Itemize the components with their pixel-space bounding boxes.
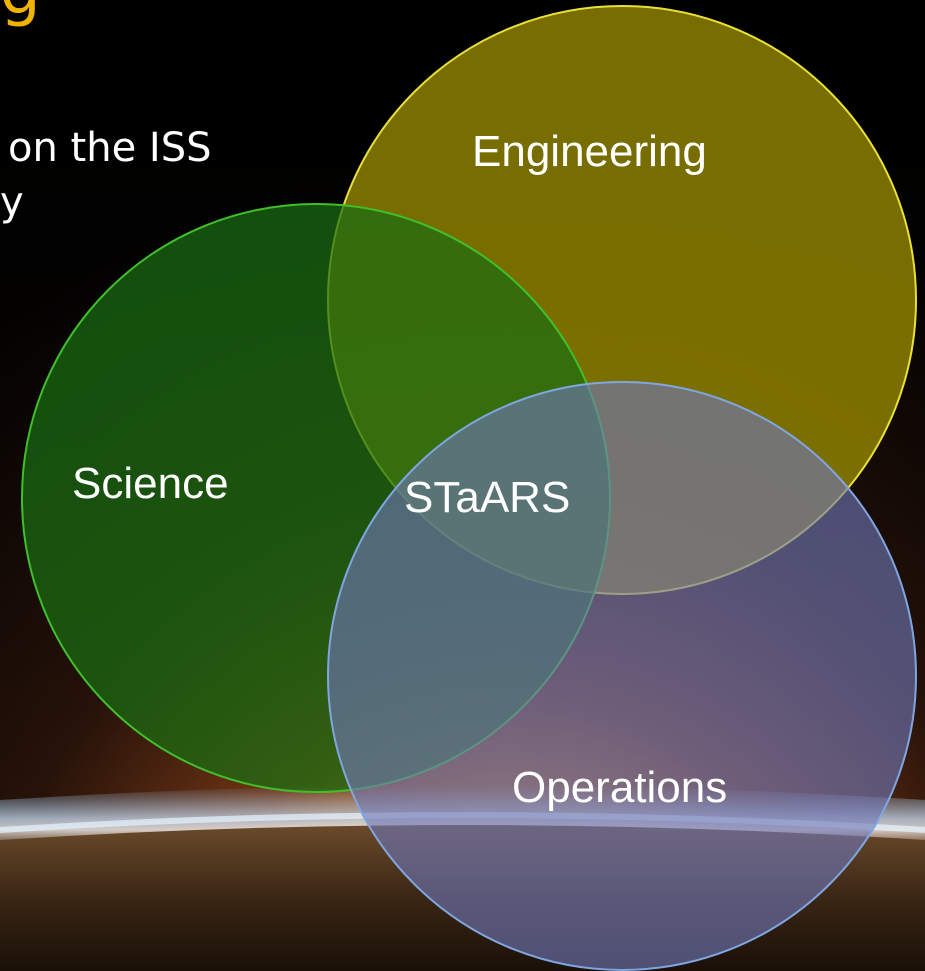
venn-circle-operations: [327, 381, 917, 971]
venn-label-staars: STaARS: [404, 473, 571, 522]
bullet-text-line-2: y: [0, 179, 24, 225]
bullet-text-line-1: on the ISS: [8, 125, 212, 171]
venn-label-operations: Operations: [512, 763, 728, 812]
venn-label-science: Science: [72, 459, 229, 508]
slide-title-fragment: g: [0, 0, 41, 24]
venn-label-engineering: Engineering: [472, 127, 707, 176]
